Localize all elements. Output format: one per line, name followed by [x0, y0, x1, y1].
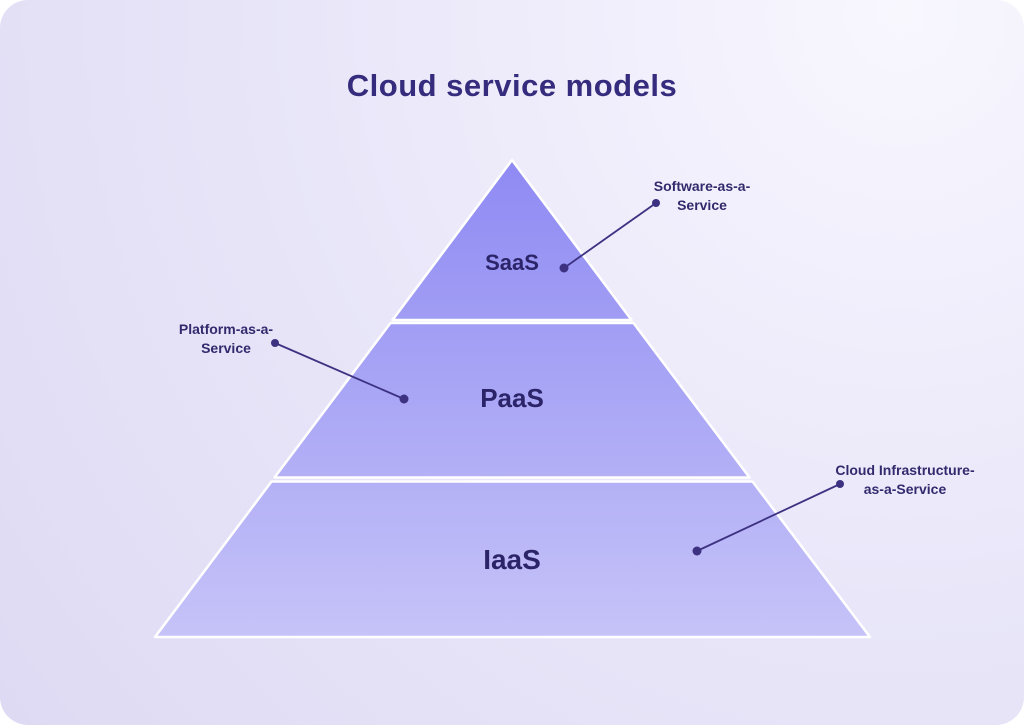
tier-label-saas: SaaS: [485, 250, 539, 275]
pyramid-tier-saas: [391, 158, 633, 322]
callout-dot: [836, 480, 844, 488]
callout-label-cloudinfra: Cloud Infrastructure- as-a-Service: [835, 462, 975, 497]
diagram-title: Cloud service models: [346, 68, 678, 103]
tier-label-iaas: IaaS: [483, 544, 541, 575]
callout-connector-software: [559, 199, 660, 273]
callout-dot: [559, 263, 569, 273]
callout-label-platform: Platform-as-a- Service: [178, 321, 274, 356]
callout-label-software: Software-as-a- Service: [653, 178, 751, 213]
callout-dot: [399, 394, 409, 404]
tier-label-paas: PaaS: [480, 383, 544, 413]
callout-dot: [652, 199, 660, 207]
callout-connector-platform: [271, 339, 409, 404]
callout-dot: [271, 339, 279, 347]
pyramid-tier-paas: [273, 321, 751, 479]
pyramid-tier-iaas: [153, 480, 872, 639]
callout-connector-cloudinfra: [692, 480, 844, 556]
callout-dot: [692, 546, 702, 556]
